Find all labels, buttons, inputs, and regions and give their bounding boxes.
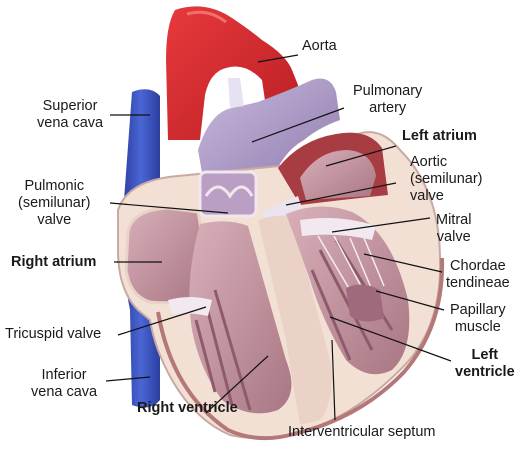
septum-shape — [258, 215, 332, 425]
papillary-muscle-shape — [346, 284, 384, 322]
leader-lines — [105, 54, 452, 421]
aortic-valve-shape — [262, 196, 302, 222]
interventricular-septum-label: Interventricular septum — [288, 424, 436, 440]
tricuspid-valve-label: Tricuspid valve — [5, 326, 102, 342]
right-ventricle-label: Right ventricle — [137, 400, 238, 416]
right-atrium-label: Right atrium — [11, 254, 97, 270]
mitral-valve-shape — [300, 218, 376, 240]
pulmonic-valve-label: Pulmonic(semilunar)valve — [18, 178, 91, 228]
chordae-shape — [317, 235, 385, 291]
aortic-valve-label: Aortic(semilunar)valve — [410, 154, 483, 204]
aorta-label: Aorta — [302, 38, 337, 54]
tricuspid-valve-shape — [168, 297, 212, 316]
aorta-vessel — [166, 6, 298, 140]
left-atrium-label: Left atrium — [402, 128, 477, 144]
pulmonary-artery-vessel — [198, 78, 340, 190]
right-ventricle-chamber — [189, 221, 292, 414]
